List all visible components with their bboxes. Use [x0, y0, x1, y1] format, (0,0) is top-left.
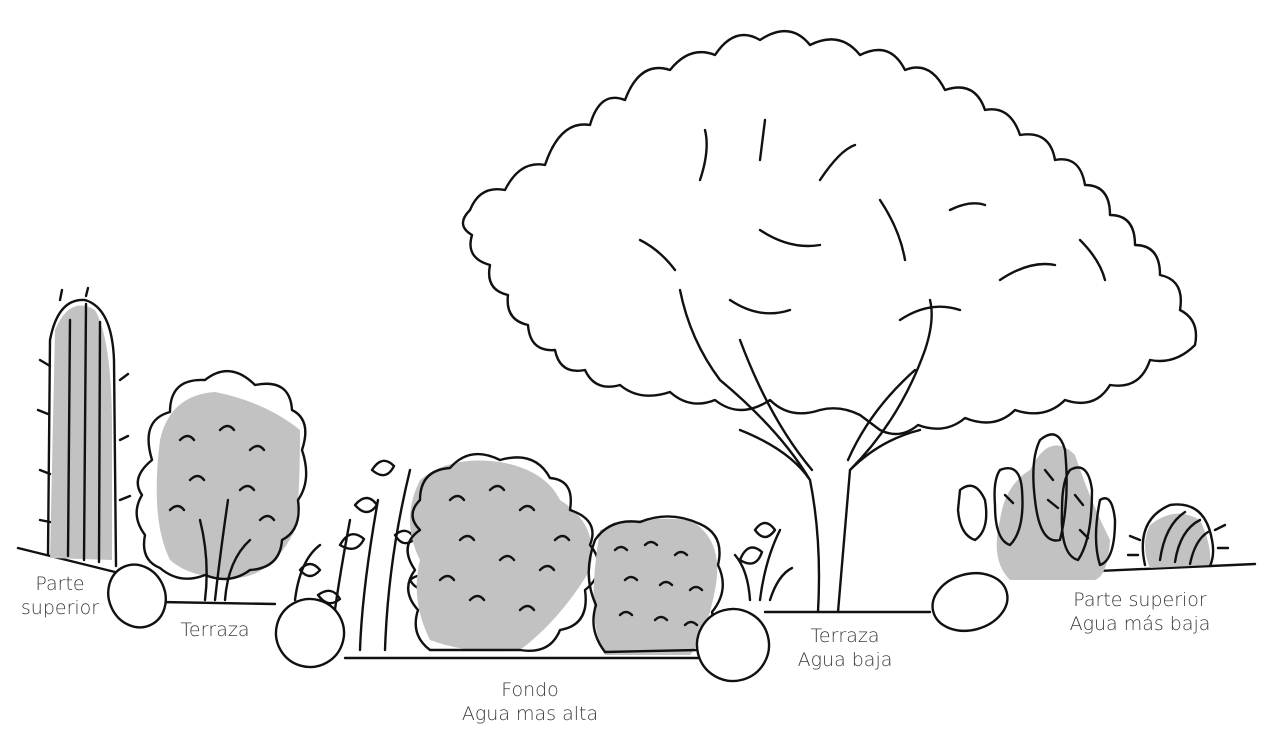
rock-1 — [98, 555, 176, 637]
rock-4 — [926, 565, 1014, 639]
label-terrace-left: Terraza — [170, 618, 260, 642]
label-terrace-right-line-2: Agua baja — [780, 648, 910, 672]
columnar-cactus — [38, 288, 130, 566]
label-top-right: Parte superior Agua más baja — [1055, 588, 1225, 636]
large-shrub-center — [408, 454, 599, 651]
round-shrub-left — [137, 371, 306, 600]
label-bottom-line-2: Agua mas alta — [440, 702, 620, 726]
tree-canopy — [463, 31, 1196, 434]
rock-2 — [264, 587, 357, 680]
label-bottom-line-1: Fondo — [440, 678, 620, 702]
label-top-left-line-2: superior — [20, 596, 100, 620]
label-top-right-line-2: Agua más baja — [1055, 612, 1225, 636]
label-top-left-line-1: Parte — [20, 572, 100, 596]
label-terrace-left-line-1: Terraza — [170, 618, 260, 642]
barrel-cactus — [1128, 504, 1228, 568]
prickly-pear-cactus — [958, 434, 1115, 580]
label-top-left: Parte superior — [20, 572, 100, 620]
label-terrace-right: Terraza Agua baja — [780, 624, 910, 672]
label-terrace-right-line-1: Terraza — [780, 624, 910, 648]
label-bottom: Fondo Agua mas alta — [440, 678, 620, 726]
label-top-right-line-1: Parte superior — [1055, 588, 1225, 612]
